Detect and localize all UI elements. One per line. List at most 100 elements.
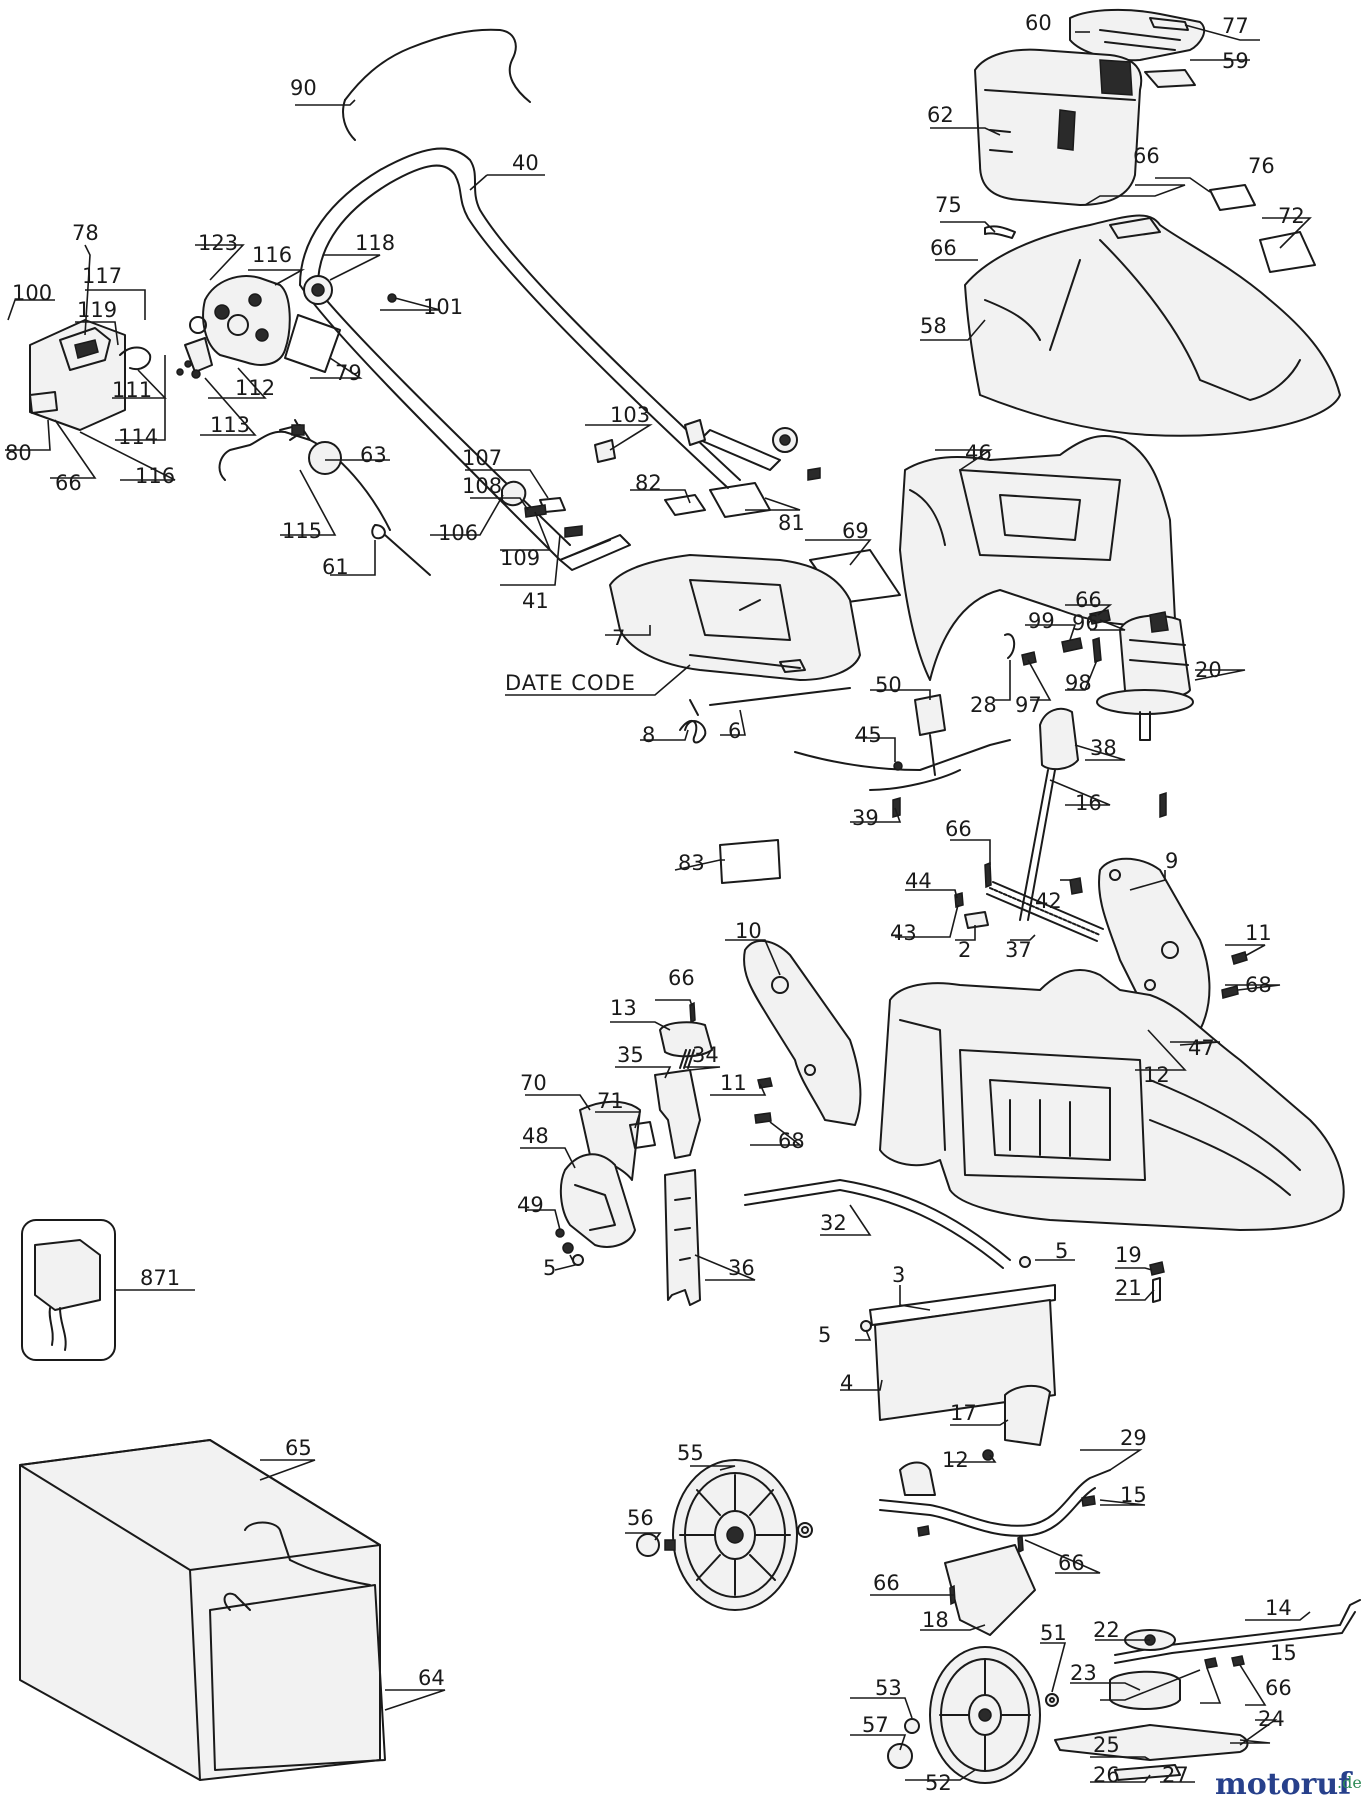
spring-37-part — [989, 887, 1101, 936]
callout-115: 115 — [282, 519, 322, 543]
callout-76: 76 — [1248, 154, 1275, 178]
callout-45: 45 — [855, 723, 882, 747]
mower-deck-part — [879, 969, 1345, 1231]
callout-66-spring: 66 — [945, 817, 972, 841]
callout-56: 56 — [627, 1506, 654, 1530]
callout-119: 119 — [77, 298, 117, 322]
callout-10: 10 — [735, 919, 762, 943]
callout-5-right: 5 — [1055, 1239, 1068, 1263]
shaft-29-part — [879, 1461, 1111, 1537]
callout-71: 71 — [597, 1089, 624, 1113]
callout-26: 26 — [1093, 1763, 1120, 1787]
motor-20-part — [1096, 611, 1194, 741]
callout-90: 90 — [290, 76, 317, 100]
date-code-label: DATE CODE — [505, 671, 636, 695]
callout-60: 60 — [1025, 11, 1052, 35]
bail-handle-part — [342, 28, 531, 141]
callout-36: 36 — [728, 1256, 755, 1280]
callout-55: 55 — [677, 1441, 704, 1465]
cover-7-part — [609, 554, 861, 681]
callout-18: 18 — [922, 1608, 949, 1632]
callout-66-cover: 66 — [930, 236, 957, 260]
guard-18-part — [944, 1544, 1036, 1636]
callout-48: 48 — [522, 1124, 549, 1148]
ring-123-part — [189, 316, 207, 334]
callout-8: 8 — [642, 723, 655, 747]
knob-118-part — [303, 275, 333, 305]
callout-68-right: 68 — [1245, 973, 1272, 997]
callout-70: 70 — [520, 1071, 547, 1095]
wiring-50-part — [794, 694, 1011, 791]
callout-21: 21 — [1115, 1276, 1142, 1300]
callout-25: 25 — [1093, 1733, 1120, 1757]
callout-116-bottom: 116 — [135, 464, 175, 488]
callout-108: 108 — [462, 474, 502, 498]
label-76-part — [1209, 184, 1256, 211]
callout-41: 41 — [522, 589, 549, 613]
bolt-41-part — [564, 525, 583, 538]
callout-13: 13 — [610, 996, 637, 1020]
label-81-part — [709, 482, 771, 518]
callout-23: 23 — [1070, 1661, 1097, 1685]
callout-83: 83 — [678, 851, 705, 875]
part-17 — [1004, 1384, 1051, 1446]
clip-part — [684, 419, 706, 446]
callout-5-left: 5 — [543, 1256, 556, 1280]
callout-12-right: 12 — [1143, 1063, 1170, 1087]
callout-47: 47 — [1188, 1036, 1215, 1060]
screw-39-part — [892, 797, 901, 818]
callout-66-blade: 66 — [1265, 1676, 1292, 1700]
callout-12-low: 12 — [942, 1448, 969, 1472]
main-handle-part — [299, 147, 781, 571]
callout-44: 44 — [905, 869, 932, 893]
callout-37: 37 — [1005, 938, 1032, 962]
leader-lines — [5, 24, 1312, 1783]
callout-20: 20 — [1195, 658, 1222, 682]
callout-15-mid: 15 — [1120, 1483, 1147, 1507]
callout-79: 79 — [335, 361, 362, 385]
label-79-part — [284, 314, 341, 373]
callout-34: 34 — [692, 1043, 719, 1067]
part-36 — [664, 1169, 701, 1306]
callout-66-mid: 66 — [1075, 588, 1102, 612]
label-71-part — [629, 1121, 656, 1149]
label-72-part — [1259, 231, 1316, 273]
callout-43: 43 — [890, 921, 917, 945]
screw-101-part — [387, 293, 397, 303]
callout-96: 96 — [1072, 611, 1099, 635]
strip-75-part — [984, 225, 1016, 239]
callout-66-left: 66 — [55, 471, 82, 495]
callout-103: 103 — [610, 403, 650, 427]
label-83-part — [719, 839, 781, 884]
pin-108-part — [524, 504, 547, 518]
callout-7: 7 — [612, 626, 625, 650]
callout-16: 16 — [1075, 791, 1102, 815]
callout-53: 53 — [875, 1676, 902, 1700]
trigger-112-part — [184, 337, 213, 373]
charger-871-box — [21, 1219, 116, 1361]
callout-17: 17 — [950, 1401, 977, 1425]
callout-50: 50 — [875, 673, 902, 697]
callout-15-low: 15 — [1270, 1641, 1297, 1665]
callout-49: 49 — [517, 1193, 544, 1217]
watermark: motoruf .de — [1215, 1767, 1362, 1800]
callout-871: 871 — [140, 1266, 180, 1290]
callout-9: 9 — [1165, 849, 1178, 873]
callout-77: 77 — [1222, 14, 1249, 38]
callout-42: 42 — [1035, 889, 1062, 913]
callout-82: 82 — [635, 471, 662, 495]
callout-62: 62 — [927, 103, 954, 127]
callout-35: 35 — [617, 1043, 644, 1067]
callout-99: 99 — [1028, 609, 1055, 633]
handle-grip-part — [1069, 8, 1206, 88]
callout-78: 78 — [72, 221, 99, 245]
clip-2-part — [964, 911, 989, 929]
callout-19: 19 — [1115, 1243, 1142, 1267]
flap-48-part — [559, 1153, 636, 1248]
callout-61: 61 — [322, 555, 349, 579]
callout-69: 69 — [842, 519, 869, 543]
callout-101: 101 — [423, 295, 463, 319]
callout-75: 75 — [935, 193, 962, 217]
